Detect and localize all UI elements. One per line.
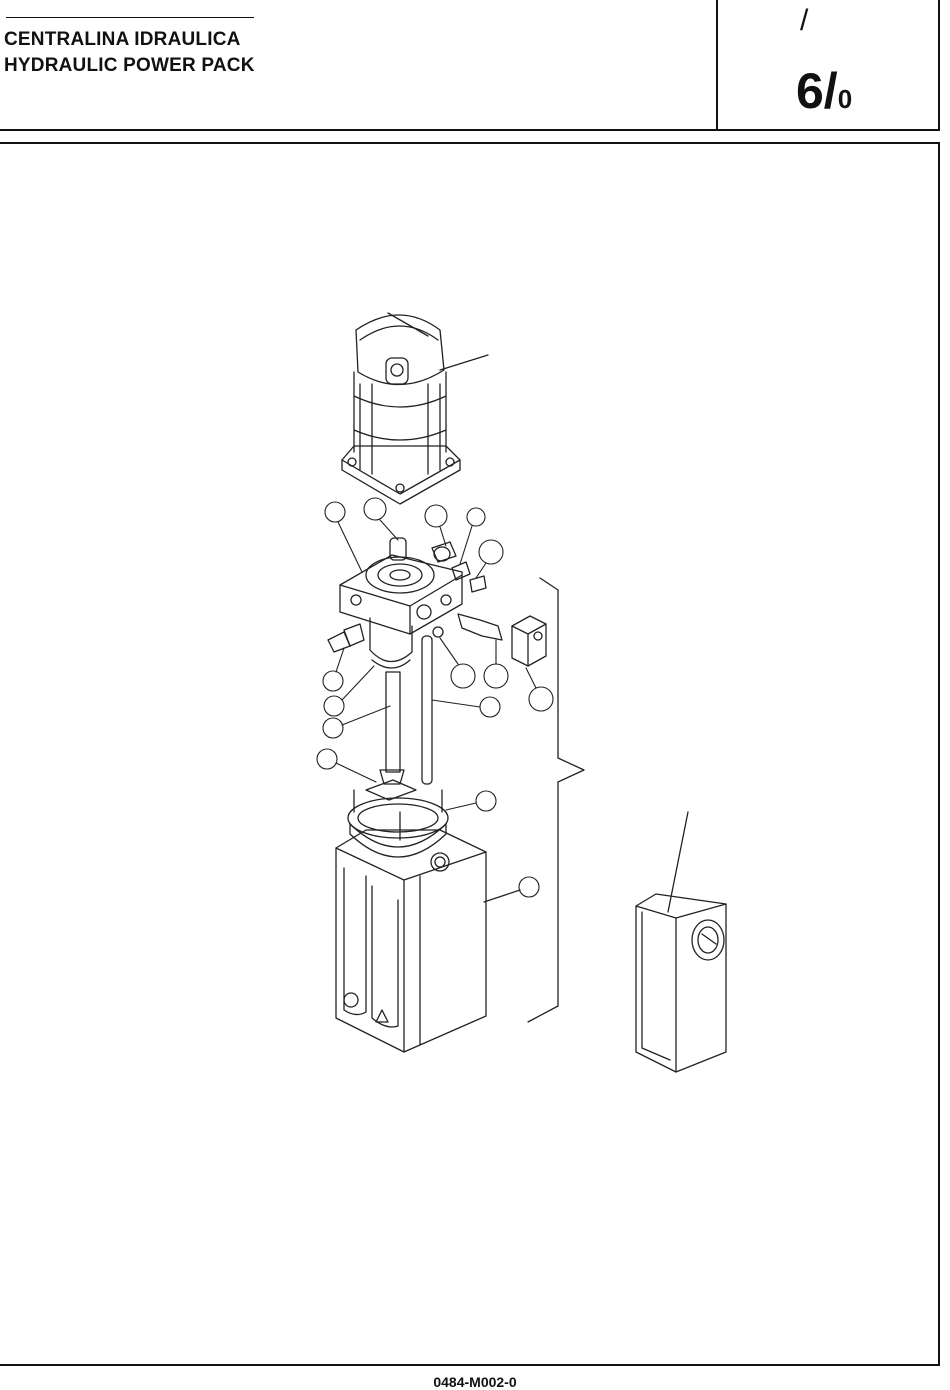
electric-box [636, 812, 726, 1072]
electric-motor [342, 313, 488, 504]
tank-flange [348, 790, 448, 857]
solenoid-coil [512, 616, 546, 666]
return-tube [422, 636, 432, 784]
valve-block [340, 538, 462, 668]
oil-tank [336, 830, 520, 1052]
assembly-brace [528, 578, 584, 1022]
